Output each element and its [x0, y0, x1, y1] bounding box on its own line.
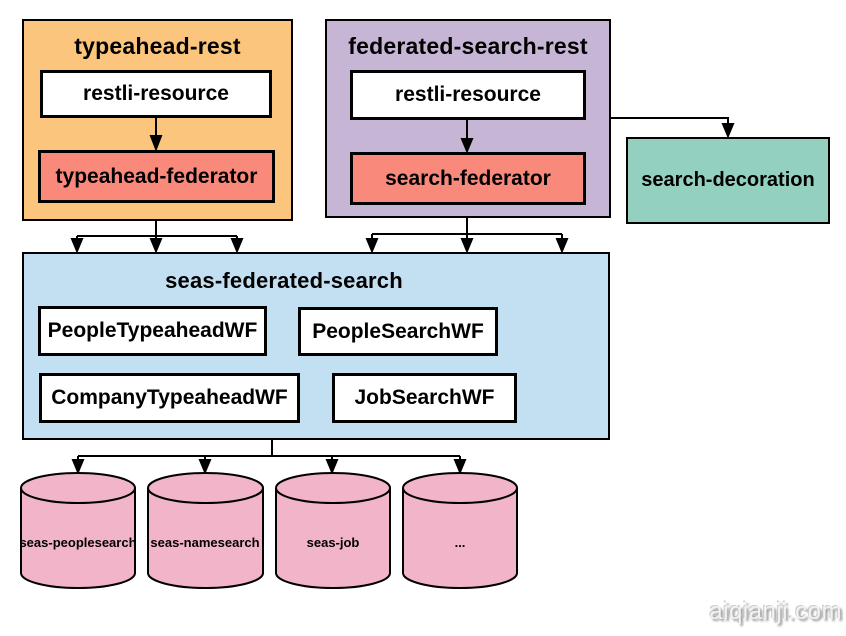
db-label-seas-namesearch: seas-namesearch [150, 535, 260, 550]
box-job-search-wf: JobSearchWF [332, 373, 517, 423]
box-restli-resource-typeahead: restli-resource [40, 70, 272, 118]
box-restli-resource-federated: restli-resource [350, 70, 586, 120]
box-company-typeahead-wf: CompanyTypeaheadWF [39, 373, 300, 423]
box-search-decoration: search-decoration [626, 137, 830, 224]
arrowhead-icon [365, 238, 379, 254]
group-typeahead-rest-title: typeahead-rest [74, 33, 241, 59]
db-cylinder-seas-peoplesearch [20, 472, 136, 589]
arrowhead-icon [149, 238, 163, 254]
arrowhead-icon [70, 238, 84, 254]
db-cylinder-seas-job [275, 472, 391, 589]
arrowhead-icon [460, 238, 474, 254]
box-typeahead-federator: typeahead-federator [38, 150, 275, 203]
db-label-seas-peoplesearch: seas-peoplesearch [19, 535, 137, 550]
db-label-more: ... [454, 535, 466, 550]
db-cylinder-seas-namesearch [147, 472, 264, 589]
box-search-federator: search-federator [350, 152, 586, 205]
group-seas-federated-search-title: seas-federated-search [165, 268, 403, 293]
box-people-typeahead-wf: PeopleTypeaheadWF [38, 306, 267, 356]
arrowhead-icon [325, 459, 339, 475]
box-people-search-wf: PeopleSearchWF [298, 307, 498, 356]
arrowhead-icon [555, 238, 569, 254]
arrowhead-icon [453, 459, 467, 475]
group-federated-search-rest-title: federated-search-rest [348, 33, 588, 59]
watermark: aiqianji.com [709, 598, 842, 625]
arrowhead-icon [721, 123, 735, 139]
arrowhead-icon [198, 459, 212, 475]
db-cylinder-more [402, 472, 518, 589]
arrowhead-icon [71, 459, 85, 475]
arrowhead-icon [230, 238, 244, 254]
db-label-seas-job: seas-job [306, 535, 360, 550]
